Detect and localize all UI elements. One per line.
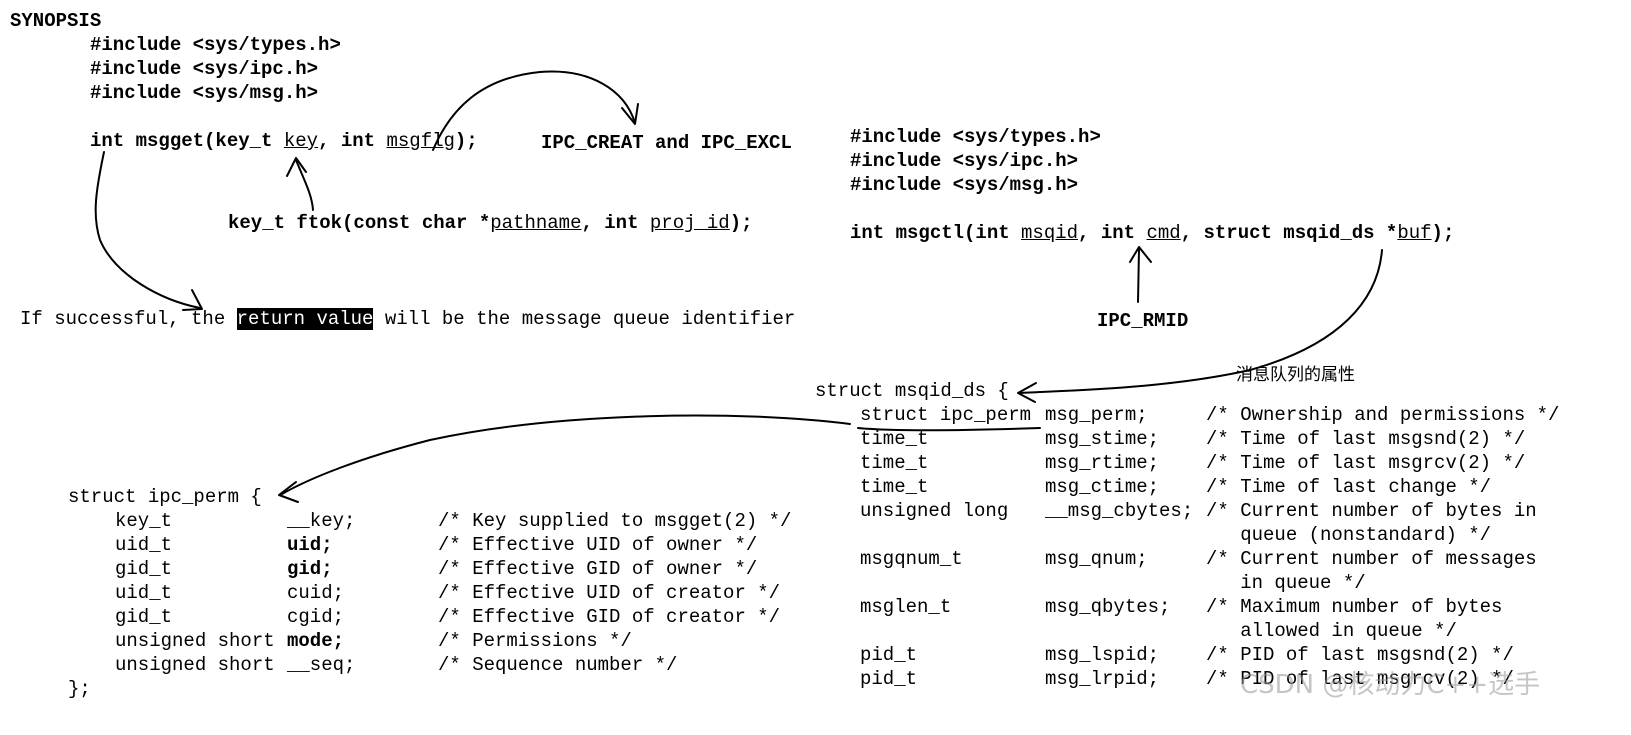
- msqid-field-comment: /* Time of last change */: [1206, 476, 1492, 498]
- msqid-field-comment: /* Current number of messages: [1206, 548, 1537, 570]
- synopsis-heading: SYNOPSIS: [10, 10, 102, 32]
- ipc-rmid-label: IPC_RMID: [1097, 310, 1189, 332]
- ipc-perm-field-type: key_t: [115, 510, 173, 532]
- arrowhead-msqid: [1017, 382, 1037, 403]
- ipc-perm-field-comment: /* Permissions */: [438, 630, 632, 652]
- include-types: #include <sys/types.h>: [90, 34, 341, 56]
- msgctl-include-ipc: #include <sys/ipc.h>: [850, 150, 1079, 172]
- arrow-ftok-to-key: [295, 159, 314, 211]
- ipc-perm-field-type: uid_t: [115, 582, 173, 604]
- return-value-highlight: return value: [236, 308, 374, 330]
- arrowhead-flags: [621, 103, 639, 125]
- ipc-perm-field-type: uid_t: [115, 534, 173, 556]
- include-ipc: #include <sys/ipc.h>: [90, 58, 319, 80]
- ipc-perm-field-comment: /* Effective GID of owner */: [438, 558, 758, 580]
- msqid-field-name: msg_ctime;: [1045, 476, 1160, 498]
- msqid-field-name: msg_rtime;: [1045, 452, 1160, 474]
- return-value-note: If successful, the return value will be …: [20, 308, 796, 330]
- arrowhead-ipcperm: [278, 481, 299, 503]
- msqid-field-comment: /* PID of last msgsnd(2) */: [1206, 644, 1514, 666]
- msqid-field-name: msg_qbytes;: [1045, 596, 1171, 618]
- ipc-perm-field-name: cuid;: [287, 582, 345, 604]
- msqid-field-type: struct ipc_perm: [860, 404, 1032, 426]
- msqid-field-type: time_t: [860, 476, 929, 498]
- msgctl-include-types: #include <sys/types.h>: [850, 126, 1101, 148]
- msqid-field-type: time_t: [860, 428, 929, 450]
- msqid-field-name: msg_qnum;: [1045, 548, 1148, 570]
- ipc-perm-field-name: cgid;: [287, 606, 345, 628]
- arrow-buf-to-msqid: [1019, 249, 1383, 394]
- msqid-field-comment: /* Ownership and permissions */: [1206, 404, 1560, 426]
- arrow-rmid-to-cmd: [1137, 248, 1140, 303]
- msgctl-buf-param: buf: [1397, 222, 1432, 244]
- queue-attributes-label: 消息队列的属性: [1236, 365, 1355, 385]
- msgctl-msqid-param: msqid: [1021, 222, 1079, 244]
- msqid-field-comment: /* Current number of bytes in: [1206, 500, 1537, 522]
- ipc-creat-excl-label: IPC_CREAT and IPC_EXCL: [541, 132, 792, 154]
- ipc-perm-field-type: unsigned short: [115, 630, 275, 652]
- msgctl-cmd-param: cmd: [1146, 222, 1181, 244]
- include-msg: #include <sys/msg.h>: [90, 82, 319, 104]
- msqid-field-name: msg_stime;: [1045, 428, 1160, 450]
- msgget-signature: int msgget(key_t key, int msgflg);: [90, 130, 478, 152]
- ipc-perm-open: struct ipc_perm {: [68, 486, 262, 508]
- msqid-ds-open: struct msqid_ds {: [815, 380, 1009, 402]
- ipc-perm-field-name: gid;: [287, 558, 333, 580]
- arrow-msgflg-to-flags: [432, 70, 636, 151]
- ipc-perm-field-comment: /* Sequence number */: [438, 654, 678, 676]
- msqid-field-comment: /* Time of last msgsnd(2) */: [1206, 428, 1526, 450]
- msqid-field-comment: in queue */: [1206, 572, 1366, 594]
- ipc-perm-field-name: __key;: [287, 510, 356, 532]
- msqid-field-name: msg_lspid;: [1045, 644, 1160, 666]
- ftok-pathname-param: pathname: [490, 212, 582, 234]
- arrow-msgperm-to-ipcperm: [281, 414, 851, 495]
- msqid-field-type: unsigned long: [860, 500, 1009, 522]
- ipc-perm-field-type: unsigned short: [115, 654, 275, 676]
- msgget-key-param: key: [283, 130, 319, 152]
- ipc-perm-field-name: __seq;: [287, 654, 356, 676]
- msgctl-include-msg: #include <sys/msg.h>: [850, 174, 1079, 196]
- msqid-field-comment: /* PID of last msgrcv(2) */: [1206, 668, 1514, 690]
- msqid-field-comment: queue (nonstandard) */: [1206, 524, 1492, 546]
- arrowhead-key: [286, 157, 307, 177]
- msqid-field-type: msgqnum_t: [860, 548, 963, 570]
- ipc-perm-close: };: [68, 678, 91, 700]
- arrowhead-cmd: [1129, 246, 1152, 263]
- ftok-projid-param: proj_id: [649, 212, 730, 234]
- ipc-perm-field-type: gid_t: [115, 558, 173, 580]
- ipc-perm-field-comment: /* Effective UID of creator */: [438, 582, 781, 604]
- msqid-field-name: msg_perm;: [1045, 404, 1148, 426]
- ipc-perm-field-name: uid;: [287, 534, 333, 556]
- msgget-flg-param: msgflg: [386, 130, 455, 152]
- ftok-signature: key_t ftok(const char *pathname, int pro…: [228, 212, 753, 234]
- ipc-perm-field-comment: /* Effective GID of creator */: [438, 606, 781, 628]
- csdn-watermark: CSDN @核动力C++选手: [1240, 670, 1541, 700]
- msqid-field-type: msglen_t: [860, 596, 952, 618]
- msgctl-signature: int msgctl(int msqid, int cmd, struct ms…: [850, 222, 1455, 244]
- msqid-field-name: __msg_cbytes;: [1045, 500, 1194, 522]
- ipc-perm-field-comment: /* Effective UID of owner */: [438, 534, 758, 556]
- msgperm-underline: [857, 427, 1041, 432]
- ipc-perm-field-type: gid_t: [115, 606, 173, 628]
- ipc-perm-field-name: mode;: [287, 630, 345, 652]
- ipc-perm-field-comment: /* Key supplied to msgget(2) */: [438, 510, 792, 532]
- msqid-field-type: pid_t: [860, 668, 918, 690]
- arrowhead-return: [182, 289, 203, 311]
- msqid-field-comment: allowed in queue */: [1206, 620, 1457, 642]
- msqid-field-type: pid_t: [860, 644, 918, 666]
- msqid-field-comment: /* Maximum number of bytes: [1206, 596, 1503, 618]
- msqid-field-comment: /* Time of last msgrcv(2) */: [1206, 452, 1526, 474]
- msqid-field-type: time_t: [860, 452, 929, 474]
- arrow-msgget-to-return: [94, 151, 201, 309]
- msqid-field-name: msg_lrpid;: [1045, 668, 1160, 690]
